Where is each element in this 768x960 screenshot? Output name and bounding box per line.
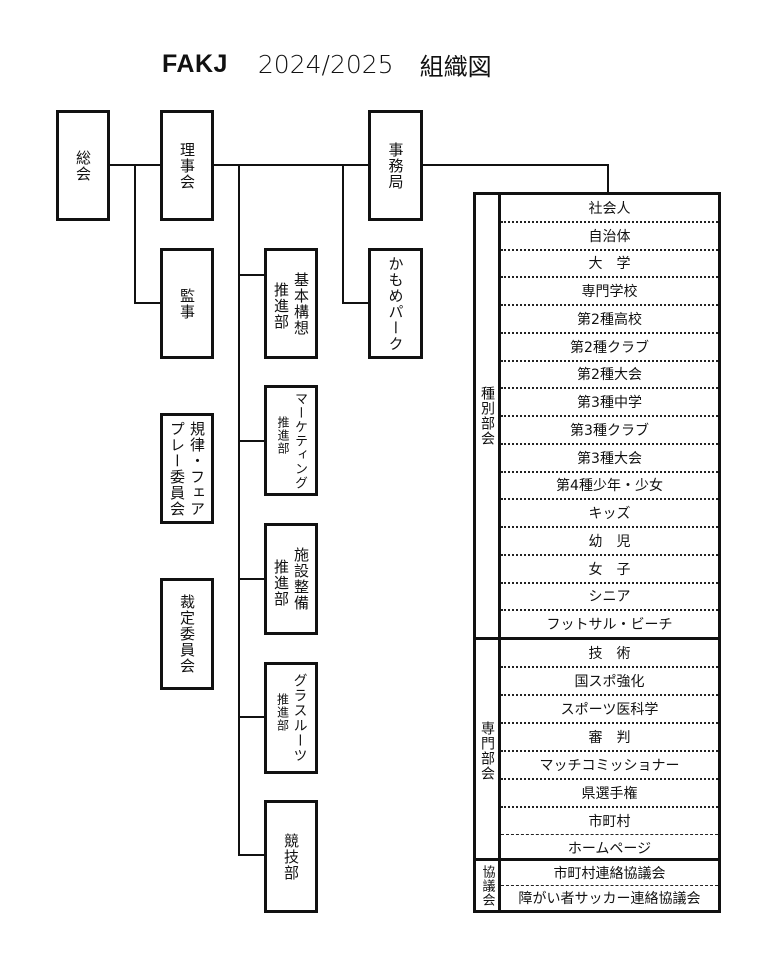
node-label-main: 規律・フェア <box>188 420 206 517</box>
node-label: 裁定委員会 <box>178 594 196 674</box>
committee-row: 県選手権 <box>501 780 718 808</box>
node-label-sub: 推進部 <box>275 693 290 732</box>
committee-row: シニア <box>501 584 718 612</box>
node-label-main: マーケティング <box>292 391 307 490</box>
committee-row: フットサル・ビーチ <box>546 617 673 634</box>
committee-row: 審 判 <box>501 724 718 752</box>
committee-row: 社会人 <box>501 195 718 223</box>
connector-marketing <box>238 440 265 442</box>
group-label-cell: 協議会 <box>476 861 501 910</box>
node-label: かもめパーク <box>386 255 405 352</box>
node-label-sub: 推進部 <box>272 281 290 330</box>
connector-auditor-vertical <box>134 164 136 303</box>
node-marketing: マーケティング 推進部 <box>264 385 318 496</box>
node-label: 理事会 <box>178 141 196 190</box>
title-brand: FAKJ <box>162 49 228 78</box>
node-label: 総会 <box>74 149 92 182</box>
group-rows: 技 術国スポ強化スポーツ医科学審 判マッチコミッショナー県選手権市町村ホームペー… <box>501 640 718 861</box>
committee-row: 専門学校 <box>501 278 718 306</box>
group-rows: 市町村連絡協議会障がい者サッカー連絡協議会 <box>501 861 718 910</box>
committee-row: 第2種クラブ <box>501 334 718 362</box>
title-label: 組織図 <box>419 52 492 81</box>
node-label: 事務局 <box>386 141 405 190</box>
node-label: 監事 <box>178 287 196 320</box>
committee-row: 市町村連絡協議会 <box>501 861 718 886</box>
committees-table: 種別部会 社会人自治体大 学専門学校第2種高校第2種クラブ第2種大会第3種中学第… <box>473 192 721 913</box>
committee-row: 第2種高校 <box>501 306 718 334</box>
node-competition: 競技部 <box>264 800 318 913</box>
node-facilities: 施設整備 推進部 <box>264 523 318 635</box>
committee-row: 女 子 <box>501 556 718 584</box>
connector-kamome-vertical <box>342 164 344 303</box>
committee-row: 市町村 <box>501 808 718 835</box>
node-basic-plan: 基本構想 推進部 <box>264 248 318 359</box>
connector-to-committees <box>607 164 609 193</box>
node-arbitration-committee: 裁定委員会 <box>160 578 214 690</box>
group-label-cell: 種別部会 <box>476 195 501 637</box>
connector-main-horizontal <box>109 164 609 166</box>
committee-row: スポーツ医科学 <box>501 696 718 724</box>
node-kamome-park: かもめパーク <box>368 248 423 359</box>
group-category: 種別部会 社会人自治体大 学専門学校第2種高校第2種クラブ第2種大会第3種中学第… <box>476 195 718 637</box>
committee-row: 障がい者サッカー連絡協議会 <box>518 891 701 907</box>
node-label-main: グラスルーツ <box>291 673 308 763</box>
connector-departments-vertical <box>238 164 240 856</box>
node-label-main: 基本構想 <box>292 271 310 336</box>
node-grassroots: グラスルーツ 推進部 <box>264 662 318 774</box>
connector-kamome-horizontal <box>342 302 369 304</box>
title-year: 2024/2025 <box>257 49 394 79</box>
node-discipline-committee: 規律・フェア プレー委員会 <box>160 413 214 524</box>
committee-row: 技 術 <box>501 640 718 668</box>
group-label-cell: 専門部会 <box>476 640 501 861</box>
committee-row: 第3種クラブ <box>501 417 718 445</box>
committee-row: 自治体 <box>501 223 718 251</box>
chart-title: FAKJ 2024/2025 組織図 <box>162 48 492 81</box>
node-label-sub: 推進部 <box>276 415 290 455</box>
group-specialist: 専門部会 技 術国スポ強化スポーツ医科学審 判マッチコミッショナー県選手権市町村… <box>476 637 718 861</box>
committee-row: ホームページ <box>567 841 652 857</box>
connector-facilities <box>238 578 265 580</box>
node-secretariat: 事務局 <box>368 110 423 221</box>
node-label-sub: 推進部 <box>272 559 290 607</box>
group-rows: 社会人自治体大 学専門学校第2種高校第2種クラブ第2種大会第3種中学第3種クラブ… <box>501 195 718 637</box>
connector-grassroots <box>238 716 265 718</box>
node-general-assembly: 総会 <box>56 110 110 221</box>
group-label: 協議会 <box>479 864 495 907</box>
group-label: 種別部会 <box>479 386 495 446</box>
node-label-sub: プレー委員会 <box>168 420 186 517</box>
connector-auditor-horizontal <box>134 302 161 304</box>
group-council: 協議会 市町村連絡協議会障がい者サッカー連絡協議会 <box>476 858 718 910</box>
committee-row: 国スポ強化 <box>501 668 718 696</box>
group-label: 専門部会 <box>479 720 495 781</box>
committee-row: キッズ <box>501 500 718 528</box>
connector-basic-plan <box>238 274 265 276</box>
committee-row: 第3種中学 <box>501 389 718 417</box>
node-auditor: 監事 <box>160 248 214 359</box>
committee-row: マッチコミッショナー <box>501 752 718 780</box>
committee-row: 幼 児 <box>501 528 718 556</box>
committee-row: 大 学 <box>501 251 718 279</box>
committee-row: 第2種大会 <box>501 362 718 390</box>
node-board: 理事会 <box>160 110 214 221</box>
connector-competition <box>238 854 265 856</box>
committee-row: 第3種大会 <box>501 445 718 473</box>
node-label-main: 施設整備 <box>292 547 310 611</box>
node-label: 競技部 <box>282 832 300 881</box>
committee-row: 第4種少年・少女 <box>501 473 718 501</box>
